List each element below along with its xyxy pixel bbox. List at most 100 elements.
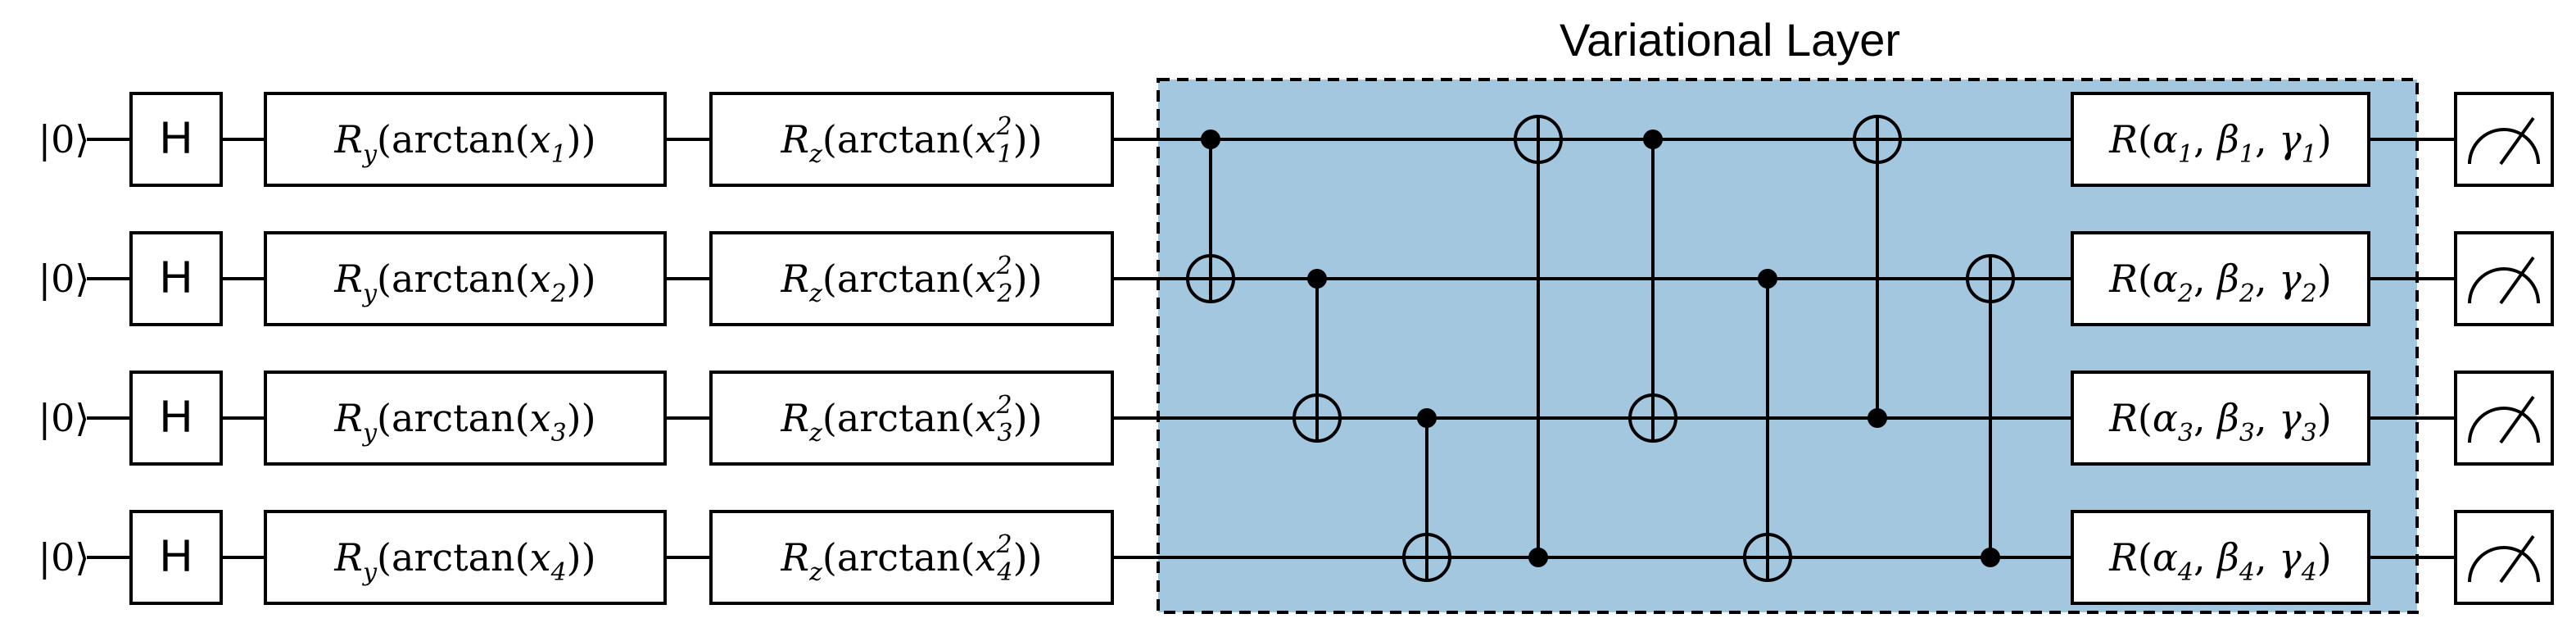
rz-gate [709, 231, 1114, 326]
ry-gate [264, 231, 667, 326]
rotation-alpha: α [2153, 535, 2178, 580]
cnot-control-dot [1528, 548, 1548, 567]
hadamard-gate [129, 510, 223, 605]
rotation-gate-label: R(α1, β1, γ1) [2108, 117, 2332, 169]
rotation-gate [2071, 92, 2370, 187]
rotation-alpha: α [2153, 396, 2178, 440]
rotation-gate-label: R(α2, β2, γ2) [2108, 257, 2332, 308]
meter-needle-icon [2499, 116, 2535, 166]
rotation-open: ( [2138, 117, 2153, 161]
cnot-gate-8 [1966, 254, 2015, 567]
rotation-comma: , [2193, 117, 2217, 161]
rotation-comma: , [2193, 396, 2217, 440]
rotation-open: ( [2138, 257, 2153, 301]
initial-state-label: |0⟩ [38, 257, 90, 301]
ry-variable-index: 2 [550, 280, 567, 308]
ry-gate-label: Ry(arctan(x1)) [333, 117, 595, 169]
hadamard-gate [129, 371, 223, 466]
ry-function: (arctan( [377, 535, 530, 580]
rotation-gamma: γ [2279, 257, 2302, 301]
rz-variable-index: 1 [998, 140, 1013, 169]
ry-subscript: y [361, 419, 378, 448]
rz-close: )) [1013, 117, 1043, 161]
rotation-open: ( [2138, 396, 2153, 440]
measurement-gate [2454, 510, 2554, 605]
cnot-gate-4 [1514, 115, 1563, 567]
rotation-alpha-index: 3 [2178, 419, 2193, 448]
ry-function: (arctan( [377, 117, 530, 161]
rotation-gamma-index: 2 [2301, 280, 2317, 308]
ry-gate-label: Ry(arctan(x2)) [333, 257, 595, 308]
cnot-control-dot [1201, 130, 1220, 149]
rz-variable-exponent: 2 [995, 530, 1012, 559]
ry-variable-index: 4 [550, 558, 567, 587]
rotation-gamma: γ [2279, 535, 2302, 580]
variational-layer-title: Variational Layer [1560, 14, 1900, 66]
meter-arc-icon [2468, 267, 2540, 304]
ry-gate [264, 92, 667, 187]
hadamard-gate [129, 231, 223, 326]
rotation-gate [2071, 231, 2370, 326]
meter-arc-icon [2468, 546, 2540, 583]
rz-variable-index: 2 [997, 280, 1013, 308]
rz-close: )) [1013, 257, 1043, 301]
rz-variable: x [976, 257, 997, 301]
ry-function: (arctan( [377, 257, 530, 301]
rotation-alpha-index: 1 [2178, 140, 2193, 169]
rz-gate [709, 92, 1114, 187]
measurement-gate [2454, 231, 2554, 326]
cnot-gate-5 [1628, 130, 1677, 443]
hadamard-gate-label: H [160, 111, 192, 163]
ry-subscript: y [361, 140, 378, 169]
rz-variable-exponent: 2 [995, 112, 1012, 141]
rotation-beta-index: 4 [2239, 558, 2255, 587]
rotation-close: ) [2317, 396, 2332, 440]
cnot-gate-6 [1743, 269, 1792, 582]
rotation-beta-index: 2 [2239, 280, 2255, 308]
rotation-beta: β [2216, 535, 2239, 580]
measurement-gate [2454, 371, 2554, 466]
ry-gate-label: Ry(arctan(x3)) [333, 396, 595, 448]
rotation-beta: β [2216, 257, 2239, 301]
initial-state-label: |0⟩ [38, 117, 90, 161]
ry-variable: x [530, 257, 551, 301]
rotation-gamma-index: 3 [2302, 419, 2317, 448]
rotation-beta-index: 3 [2239, 419, 2255, 448]
rz-subscript: z [808, 140, 822, 169]
rz-function: (arctan( [822, 396, 976, 440]
ry-subscript: y [361, 558, 378, 587]
rotation-close: ) [2317, 535, 2332, 580]
rotation-gate-label: R(α4, β4, γ4) [2108, 535, 2332, 587]
meter-arc-icon [2468, 407, 2540, 443]
rz-variable-index: 4 [997, 558, 1013, 587]
rotation-alpha-index: 4 [2177, 558, 2193, 587]
meter-needle-icon [2499, 534, 2535, 584]
ry-close: )) [567, 535, 596, 580]
rz-subscript: z [808, 558, 822, 587]
cnot-control-dot [1307, 269, 1327, 289]
rotation-gate-label: R(α3, β3, γ3) [2108, 396, 2332, 448]
ry-subscript: y [361, 280, 378, 308]
rz-subscript: z [808, 419, 822, 448]
cnot-gate-2 [1293, 269, 1342, 443]
rz-function: (arctan( [822, 257, 976, 301]
rz-subscript: z [808, 280, 822, 308]
cnot-gate-7 [1853, 115, 1902, 428]
cnot-control-dot [1417, 408, 1437, 428]
rz-variable-index: 3 [998, 419, 1013, 448]
ry-letter: R [333, 535, 363, 580]
rotation-beta: β [2216, 396, 2239, 440]
rz-letter: R [780, 535, 809, 580]
rotation-open: ( [2138, 535, 2153, 580]
cnot-control-dot [1867, 408, 1887, 428]
hadamard-gate-label: H [160, 390, 192, 442]
ry-variable: x [530, 396, 551, 440]
rz-variable: x [976, 396, 997, 440]
meter-arc-icon [2468, 128, 2540, 165]
